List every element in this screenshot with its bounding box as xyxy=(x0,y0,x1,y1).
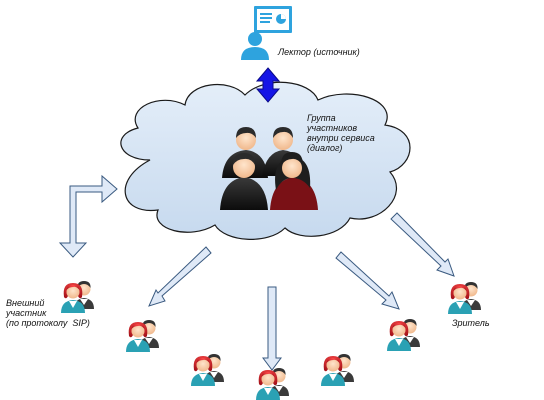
arrow-to-participant-right xyxy=(335,251,400,310)
presenter-at-screen-icon xyxy=(241,6,292,60)
group-label-line: Группа xyxy=(307,113,336,123)
external-label-line: (по протоколу SIP) xyxy=(6,318,90,328)
user-pair-icon xyxy=(387,319,420,351)
viewer-label: Зритель xyxy=(452,318,490,328)
user-pair-icon xyxy=(448,282,481,314)
arrow-to-viewer xyxy=(390,212,455,277)
group-label-line: (диалог) xyxy=(307,143,343,153)
user-pair-icon xyxy=(321,354,354,386)
arrow-to-participant-left xyxy=(148,246,212,307)
external-label-line: участник xyxy=(6,308,47,318)
group-label-line: участников xyxy=(307,123,358,133)
bidirectional-arrow-icon xyxy=(255,67,281,103)
business-people-group-icon xyxy=(220,127,318,210)
user-pair-icon xyxy=(256,368,289,400)
group-label: Группа участников внутри сервиса (диалог… xyxy=(307,113,397,153)
user-pair-icon xyxy=(191,354,224,386)
lecturer-label: Лектор (источник) xyxy=(278,47,360,57)
user-pair-icon xyxy=(126,320,159,352)
external-label-line: Внешний xyxy=(6,298,45,308)
elbow-arrow-to-external xyxy=(58,174,118,258)
group-label-line: внутри сервиса xyxy=(307,133,375,143)
external-participant-label: Внешний участник (по протоколу SIP) xyxy=(6,298,102,328)
participants-cloud xyxy=(120,81,411,240)
arrow-to-participant-center xyxy=(262,286,282,371)
